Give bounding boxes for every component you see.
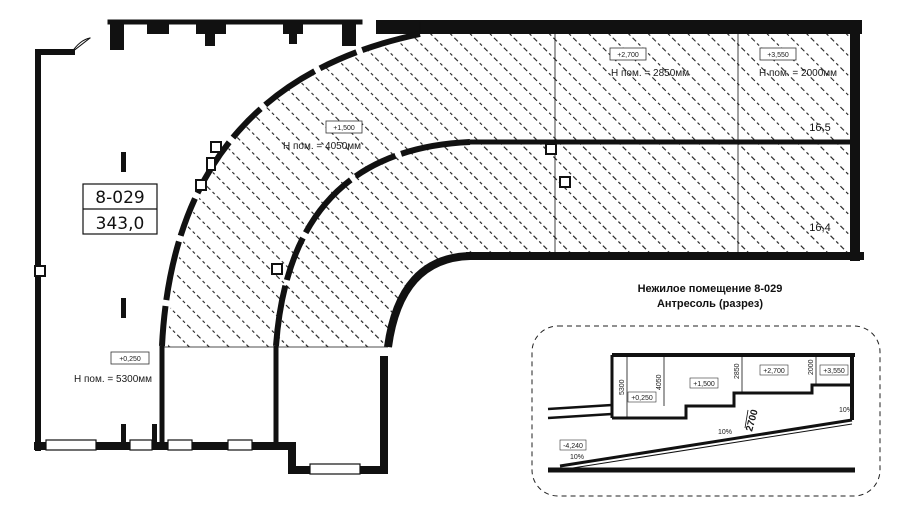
zone-label-mezz3: +3,550 Н пом. = 2000мм (759, 47, 837, 79)
section-mark-4: +3,550 (823, 368, 845, 375)
area-label-1: 16,5 (809, 122, 830, 134)
zone-height: Н пом. = 2850мм (611, 68, 689, 79)
pillars (121, 152, 157, 446)
zone-height: Н пом. = 5300мм (74, 374, 152, 385)
section-mark-3: +2,700 (763, 368, 785, 375)
section-mark-1: +0,250 (631, 395, 653, 402)
slope-2: 10% (570, 454, 584, 461)
zone-mark: +2,700 (617, 52, 639, 59)
zone-label-mezz2: +2,700 Н пом. = 2850мм (609, 47, 689, 79)
room-code-box: 8-029 343,0 (82, 183, 158, 235)
room-code: 8-029 (95, 188, 144, 208)
zone-height: Н пом. = 2000мм (759, 68, 837, 79)
slope-3: 10% (839, 407, 853, 414)
title-line1: Нежилое помещение 8-029 (638, 283, 783, 295)
section-dimension: 2700 (744, 408, 760, 433)
slope-1: 10% (718, 429, 732, 436)
zone-height: Н пом. = 4050мм (283, 141, 361, 152)
room-area: 343,0 (96, 214, 145, 234)
section-height-3: 2850 (734, 363, 741, 379)
section-height-4: 2000 (808, 359, 815, 375)
zone-mark: +0,250 (119, 356, 141, 363)
zone-mark: +1,500 (333, 125, 355, 132)
columns (34, 141, 571, 277)
mezzanine-hatch (168, 34, 855, 347)
title-line2: Антресоль (разрез) (657, 298, 763, 310)
section-mark-5: -4,240 (563, 443, 583, 450)
zone-mark: +3,550 (767, 52, 789, 59)
section-mark-2: +1,500 (693, 381, 715, 388)
zone-label-mezz1: +1,500 Н пом. = 4050мм (283, 120, 363, 152)
curved-walls (159, 22, 855, 446)
zone-label-ground: +0,250 Н пом. = 5300мм (74, 351, 152, 385)
section-height-2: 4050 (656, 374, 663, 390)
section-inset: +0,250 +1,500 +2,700 +3,550 -4,240 5300 … (531, 325, 881, 497)
area-label-2: 16,4 (809, 222, 830, 234)
section-height-1: 5300 (619, 379, 626, 395)
windows (45, 439, 361, 475)
